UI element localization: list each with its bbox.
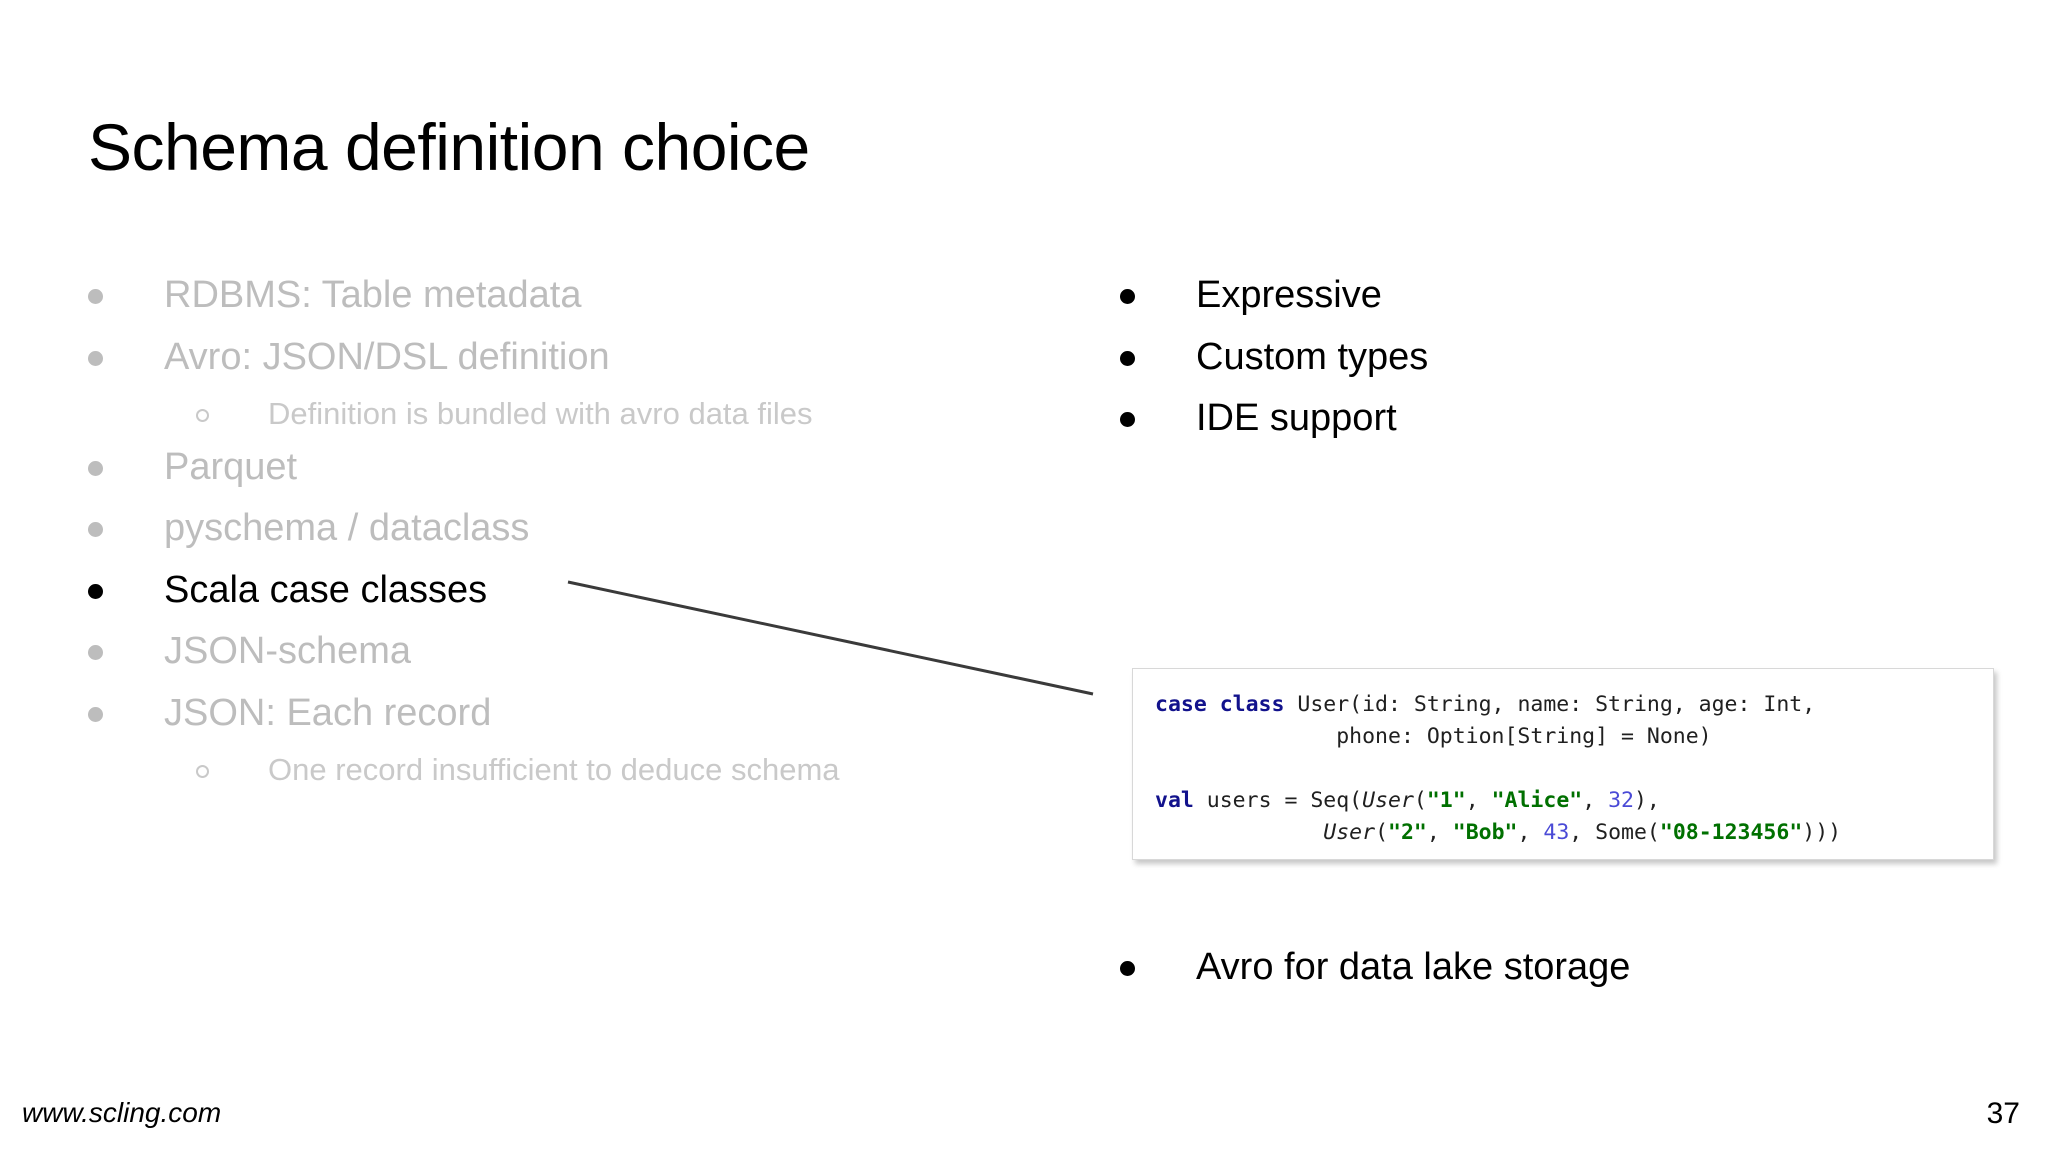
bullet-label: Scala case classes — [164, 568, 488, 611]
code-line: User("2", "Bob", 43, Some("08-123456"))) — [1155, 817, 1993, 849]
code-token-plain: phone: Option[String] = None) — [1155, 724, 1712, 749]
code-token-str: "2" — [1388, 820, 1427, 845]
bullet-label: JSON-schema — [164, 630, 412, 673]
code-token-str: "08-123456" — [1659, 820, 1803, 845]
code-snippet-box: case class User(id: String, name: String… — [1132, 668, 1994, 860]
bullet-marker — [196, 395, 268, 422]
right-bullet-item-custom-types[interactable]: Custom types — [1120, 334, 1940, 382]
code-token-num: 43 — [1543, 820, 1570, 845]
filled-bullet-icon — [88, 289, 103, 304]
bullet-label: Avro for data lake storage — [1196, 946, 1631, 988]
right-bullet-item-expressive[interactable]: Expressive — [1120, 272, 1940, 320]
bullet-label: IDE support — [1196, 397, 1397, 439]
left-bullet-item-definition-is-bundled-with-avro-data-fil[interactable]: Definition is bundled with avro data fil… — [196, 395, 1048, 434]
code-token-str: "Alice" — [1491, 788, 1583, 813]
bullet-label: Definition is bundled with avro data fil… — [268, 396, 813, 431]
bullet-marker — [88, 272, 164, 304]
right-bullet-item-ide-support[interactable]: IDE support — [1120, 395, 1940, 443]
code-token-plain: , — [1426, 820, 1453, 845]
bullet-marker — [88, 334, 164, 366]
code-token-plain: User(id: String, name: String, age: Int, — [1284, 692, 1816, 717]
left-bullet-item-avro-json-dsl-definition[interactable]: Avro: JSON/DSL definition — [88, 334, 1048, 382]
filled-bullet-icon — [88, 583, 103, 599]
footer-url: www.scling.com — [22, 1097, 222, 1128]
bullet-marker — [1120, 395, 1196, 427]
filled-bullet-icon — [88, 645, 103, 661]
filled-bullet-icon — [1120, 961, 1135, 976]
bullet-label: Parquet — [164, 445, 298, 488]
code-snippet-text: case class User(id: String, name: String… — [1155, 689, 1993, 849]
bullet-label: One record insufficient to deduce schema — [268, 752, 840, 788]
code-line — [1155, 753, 1993, 785]
bullet-marker — [196, 751, 268, 779]
bullet-marker — [1120, 944, 1196, 976]
code-token-kw: val — [1155, 788, 1194, 813]
right-lower-bullet-item-avro-for-data-lake-storage[interactable]: Avro for data lake storage — [1120, 944, 1940, 992]
code-token-plain: ), — [1633, 788, 1660, 813]
bullet-marker — [1120, 272, 1196, 304]
filled-bullet-icon — [88, 460, 103, 476]
code-token-plain: , — [1517, 820, 1544, 845]
code-token-num: 32 — [1608, 788, 1634, 813]
bullet-marker — [88, 444, 164, 476]
right-lower-bullet-list: Avro for data lake storage — [1120, 944, 1940, 1006]
code-token-plain: ( — [1375, 820, 1389, 845]
left-bullet-item-one-record-insufficient-to-deduce-schema[interactable]: One record insufficient to deduce schema — [196, 751, 1048, 790]
filled-bullet-icon — [88, 706, 103, 722]
filled-bullet-icon — [1120, 412, 1135, 427]
code-token-plain: ( — [1413, 788, 1427, 813]
left-bullet-item-json-each-record[interactable]: JSON: Each record — [88, 690, 1048, 738]
filled-bullet-icon — [1120, 350, 1135, 366]
page-number: 37 — [1986, 1097, 2020, 1130]
bullet-marker — [88, 628, 164, 661]
code-token-kw: case class — [1155, 692, 1285, 717]
filled-bullet-icon — [88, 522, 103, 538]
bullet-label: Expressive — [1196, 274, 1382, 316]
bullet-label: pyschema / dataclass — [164, 507, 530, 550]
hollow-bullet-icon — [196, 409, 209, 422]
code-token-plain: , — [1465, 788, 1492, 813]
code-token-typ: User — [1323, 820, 1376, 845]
bullet-marker — [88, 690, 164, 722]
code-token-str: "Bob" — [1452, 820, 1518, 845]
code-token-typ: User — [1362, 788, 1414, 813]
code-token-str: "1" — [1426, 788, 1466, 813]
bullet-label: Avro: JSON/DSL definition — [164, 335, 610, 378]
code-token-plain: , — [1582, 788, 1609, 813]
bullet-label: Custom types — [1196, 335, 1429, 378]
code-token-plain: ))) — [1802, 820, 1842, 845]
page-title: Schema definition choice — [88, 110, 810, 184]
code-token-plain: , Some( — [1569, 820, 1660, 845]
code-line: case class User(id: String, name: String… — [1155, 689, 1993, 721]
code-line: val users = Seq(User("1", "Alice", 32), — [1155, 785, 1993, 817]
filled-bullet-icon — [88, 350, 103, 366]
bullet-label: RDBMS: Table metadata — [164, 274, 582, 316]
left-bullet-item-json-schema[interactable]: JSON-schema — [88, 628, 1048, 676]
left-bullet-item-parquet[interactable]: Parquet — [88, 444, 1048, 492]
code-token-plain: users = Seq( — [1193, 788, 1363, 813]
code-token-plain — [1155, 820, 1323, 845]
bullet-marker — [1120, 334, 1196, 366]
left-bullet-item-scala-case-classes[interactable]: Scala case classes — [88, 567, 1048, 615]
bullet-marker — [88, 505, 164, 538]
left-bullet-item-pyschema-dataclass[interactable]: pyschema / dataclass — [88, 505, 1048, 553]
left-bullet-item-rdbms-table-metadata[interactable]: RDBMS: Table metadata — [88, 272, 1048, 320]
bullet-label: JSON: Each record — [164, 691, 492, 734]
filled-bullet-icon — [1120, 289, 1135, 304]
code-line: phone: Option[String] = None) — [1155, 721, 1993, 753]
hollow-bullet-icon — [196, 765, 209, 779]
bullet-marker — [88, 567, 164, 599]
